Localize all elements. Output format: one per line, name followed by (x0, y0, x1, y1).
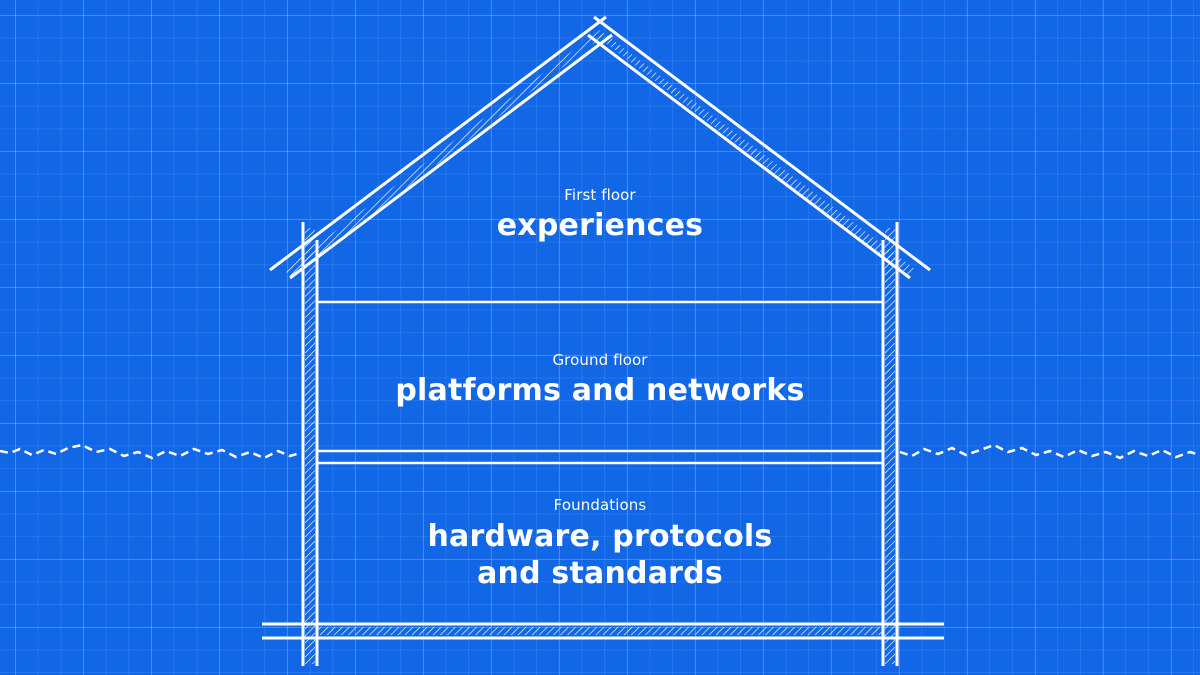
foundations-title-line-1: hardware, protocols (427, 519, 773, 554)
right-wall (881, 222, 899, 666)
roof-left-slope (269, 15, 613, 280)
left-wall (301, 222, 319, 666)
ground-floor-title: platforms and networks (395, 373, 805, 408)
foundations-title-line-2: and standards (477, 556, 723, 591)
roof-right-slope (587, 15, 931, 280)
foundations-label-group: Foundations hardware, protocols and stan… (320, 496, 880, 592)
ground-floor-caption: Ground floor (552, 351, 648, 369)
foundation-slab (262, 622, 944, 640)
first-floor-label-group: First floor experiences (320, 186, 880, 244)
first-floor-caption: First floor (564, 186, 636, 204)
ground-floor-label-group: Ground floor platforms and networks (320, 351, 880, 409)
ground-line-left (0, 443, 301, 460)
ground-line-right (899, 443, 1200, 460)
ground-floor-slab (317, 449, 883, 465)
foundations-caption: Foundations (553, 496, 647, 514)
first-floor-title: experiences (496, 208, 704, 243)
